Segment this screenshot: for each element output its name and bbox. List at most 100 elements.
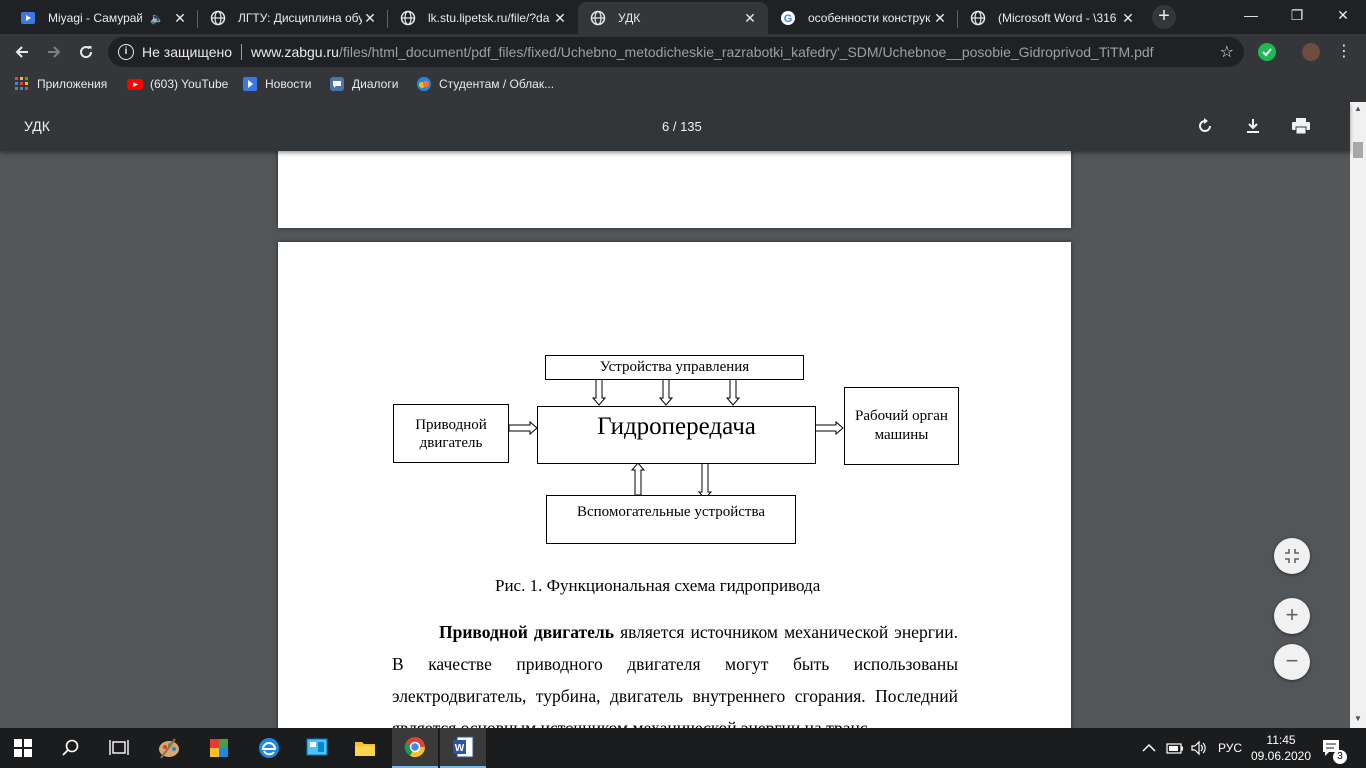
- paint-palette-icon: [159, 738, 179, 759]
- tab-separator: [387, 10, 388, 28]
- fit-icon: [1285, 549, 1299, 563]
- fit-to-page-button[interactable]: [1274, 538, 1310, 574]
- bookmark-star-icon[interactable]: ☆: [1219, 44, 1234, 61]
- search-icon: [62, 739, 79, 756]
- tab-miyagi[interactable]: Miyagi - Самурай ( 🔈 ✕: [8, 2, 198, 34]
- globe-icon: [210, 10, 226, 26]
- bookmark-apps[interactable]: Приложения: [14, 76, 107, 92]
- minimize-button[interactable]: —: [1244, 7, 1258, 23]
- scroll-down-arrow-icon[interactable]: ▼: [1354, 714, 1362, 723]
- pdf-viewer[interactable]: Устройства управления Приводной двигател…: [0, 151, 1350, 728]
- bookmark-youtube[interactable]: (603) YouTube: [127, 76, 228, 92]
- folder-icon: [355, 742, 375, 756]
- tab-title: lk.stu.lipetsk.ru/file/?da: [428, 11, 550, 25]
- zoom-in-button[interactable]: +: [1274, 598, 1310, 634]
- profile-avatar[interactable]: [1302, 43, 1320, 61]
- close-tab-icon[interactable]: ✕: [364, 10, 376, 26]
- battery-icon[interactable]: [1166, 728, 1184, 768]
- apps-grid-icon: [14, 76, 30, 92]
- tab-word[interactable]: (Microsoft Word - \316 ✕: [958, 2, 1146, 34]
- close-tab-icon[interactable]: ✕: [744, 10, 756, 26]
- url-host: www.zabgu.ru: [251, 44, 339, 60]
- globe-icon: [970, 10, 986, 26]
- rotate-button[interactable]: [1193, 114, 1217, 138]
- tab-title: (Microsoft Word - \316: [998, 11, 1117, 25]
- arrow-drive-to-hydro: [508, 420, 538, 436]
- page-indicator[interactable]: 6 / 135: [662, 119, 702, 134]
- taskbar-word[interactable]: W: [440, 728, 486, 768]
- zoom-out-button[interactable]: −: [1274, 644, 1310, 680]
- task-view-button[interactable]: [96, 728, 142, 768]
- pdf-toolbar: УДК 6 / 135: [0, 102, 1350, 151]
- info-icon[interactable]: i: [118, 44, 134, 60]
- taskbar-file-explorer[interactable]: [342, 728, 388, 768]
- bookmark-dialogs[interactable]: Диалоги: [329, 76, 398, 92]
- news-play-icon: [242, 76, 258, 92]
- notification-count-badge: 3: [1333, 750, 1347, 764]
- bookmark-news[interactable]: Новости: [242, 76, 311, 92]
- url-path: /files/html_document/pdf_files/fixed/Uch…: [338, 44, 1154, 60]
- back-button[interactable]: [8, 38, 36, 66]
- forward-button[interactable]: [40, 38, 68, 66]
- taskbar-chrome[interactable]: [392, 728, 438, 768]
- body-lead-term: Приводной двигатель: [439, 622, 614, 642]
- start-button[interactable]: [0, 728, 46, 768]
- close-tab-icon[interactable]: ✕: [1122, 10, 1134, 26]
- scrollbar-thumb[interactable]: [1353, 142, 1363, 158]
- box-control-devices: Устройства управления: [545, 355, 804, 380]
- box-working-organ: Рабочий орган машины: [844, 387, 959, 465]
- tab-google[interactable]: G особенности конструк ✕: [768, 2, 958, 34]
- task-view-icon: [109, 740, 129, 755]
- reload-icon: [80, 46, 93, 59]
- globe-icon: [400, 10, 416, 26]
- close-tab-icon[interactable]: ✕: [554, 10, 566, 26]
- address-bar[interactable]: i Не защищено www.zabgu.ru /files/html_d…: [108, 37, 1244, 67]
- bookmark-students[interactable]: Студентам / Облак...: [416, 76, 554, 92]
- tab-separator: [197, 10, 198, 28]
- extension-check-icon[interactable]: [1258, 43, 1276, 61]
- restore-button[interactable]: ❐: [1290, 7, 1304, 23]
- audio-icon[interactable]: 🔈: [150, 12, 164, 25]
- tab-separator: [957, 10, 958, 28]
- clock-time: 11:45: [1266, 733, 1296, 747]
- print-button[interactable]: [1289, 114, 1313, 138]
- tray-overflow-chevron-icon[interactable]: [1142, 728, 1156, 768]
- arrow-hydro-to-aux: [697, 462, 713, 500]
- box-auxiliary-devices: Вспомогательные устройства: [546, 495, 796, 544]
- tab-lgtu[interactable]: ЛГТУ: Дисциплина обу ✕: [198, 2, 388, 34]
- figure-caption: Рис. 1. Функциональная схема гидропривод…: [495, 576, 821, 595]
- clock-date: 09.06.2020: [1250, 749, 1312, 763]
- search-button[interactable]: [48, 728, 94, 768]
- google-icon: G: [780, 10, 796, 26]
- close-tab-icon[interactable]: ✕: [174, 10, 186, 26]
- tab-title: Miyagi - Самурай (: [48, 11, 143, 25]
- download-button[interactable]: [1241, 114, 1265, 138]
- bookmarks-bottom-border: [0, 98, 1366, 102]
- cube-icon: [210, 739, 228, 757]
- taskbar-cube-app[interactable]: [196, 728, 242, 768]
- chat-bubble-icon: [329, 76, 345, 92]
- pdf-page-previous: [278, 151, 1071, 228]
- tab-lk-stu[interactable]: lk.stu.lipetsk.ru/file/?da ✕: [388, 2, 578, 34]
- menu-kebab-icon[interactable]: ⋮: [1336, 43, 1352, 60]
- taskbar-edge[interactable]: [246, 728, 292, 768]
- taskbar-paint[interactable]: [146, 728, 192, 768]
- new-tab-button[interactable]: +: [1152, 5, 1176, 29]
- close-window-button[interactable]: ✕: [1337, 7, 1349, 23]
- tab-udk[interactable]: УДК ✕: [578, 2, 768, 34]
- scroll-up-arrow-icon[interactable]: ▲: [1354, 104, 1362, 113]
- close-tab-icon[interactable]: ✕: [934, 10, 946, 26]
- notifications-button[interactable]: 3: [1322, 728, 1347, 768]
- word-icon: W: [453, 736, 474, 758]
- language-indicator[interactable]: РУС: [1218, 741, 1243, 755]
- arrow-hydro-to-work: [814, 420, 844, 436]
- tab-title: ЛГТУ: Дисциплина обу: [238, 11, 362, 25]
- clock[interactable]: 11:45 09.06.2020: [1250, 728, 1312, 768]
- taskbar-control-panel[interactable]: [294, 728, 340, 768]
- volume-icon[interactable]: [1190, 728, 1208, 768]
- svg-text:G: G: [784, 13, 793, 25]
- reload-button[interactable]: [72, 38, 100, 66]
- control-arrows: [591, 377, 741, 406]
- vertical-scrollbar[interactable]: ▲ ▼: [1350, 102, 1366, 728]
- edge-icon: [259, 738, 279, 758]
